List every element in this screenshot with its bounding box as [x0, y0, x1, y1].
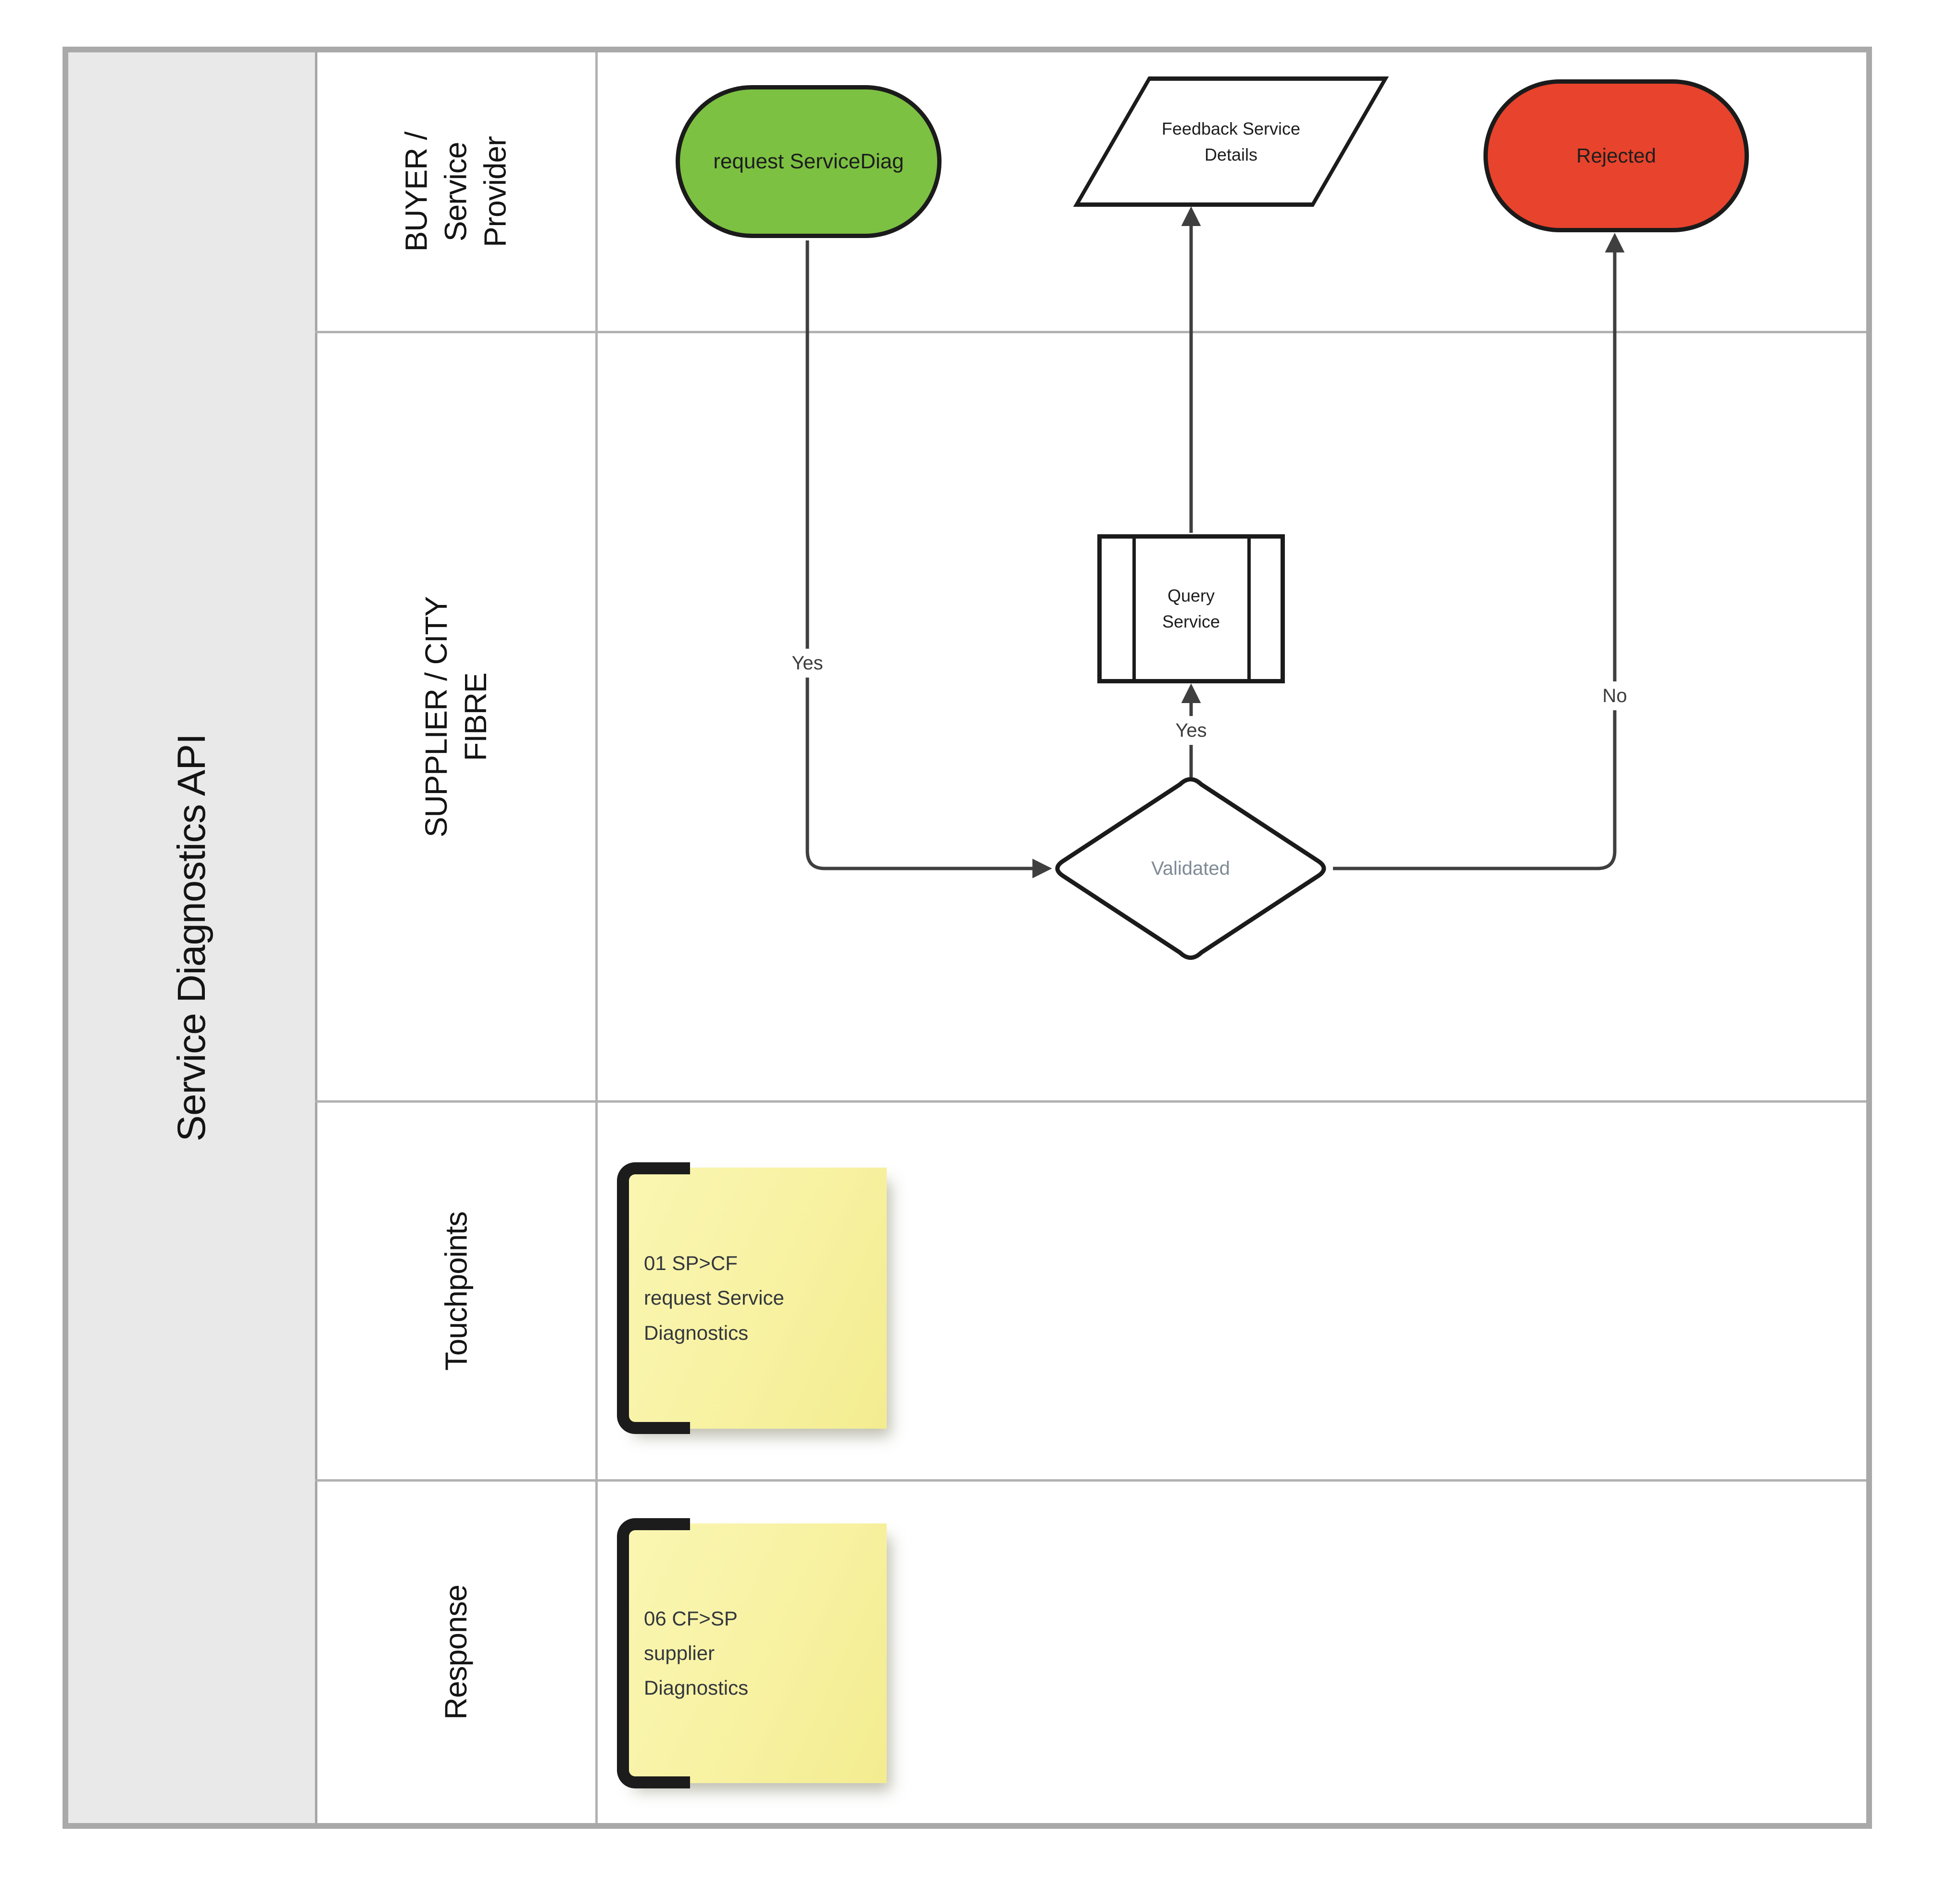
lane-divider-2	[315, 1100, 1866, 1103]
bracket-icon	[617, 1518, 690, 1788]
subprocess-label: Query Service	[1162, 586, 1220, 631]
subprocess-left-bar	[1132, 539, 1136, 679]
end-node-rejected: Rejected	[1483, 79, 1749, 232]
edge-label-yes-middle: Yes	[1172, 716, 1210, 745]
lane-label-text: Response	[439, 1585, 474, 1720]
pool-title-text: Service Diagnostics API	[169, 734, 214, 1142]
lane-label-touchpoints: Touchpoints	[317, 1103, 595, 1479]
lane-divider-1	[315, 331, 1866, 333]
subprocess-node-query-service: Query Service	[1097, 534, 1285, 683]
lane-label-response: Response	[317, 1482, 595, 1823]
lane-label-supplier-city-fibre: SUPPLIER / CITY FIBRE	[317, 333, 595, 1100]
lane-label-text: Touchpoints	[439, 1211, 474, 1371]
diamond-shape	[1055, 777, 1326, 960]
sticky-note-response-06: 06 CF>SP supplier Diagnostics	[617, 1518, 887, 1788]
sticky-note-touchpoint-01: 01 SP>CF request Service Diagnostics	[617, 1162, 887, 1434]
start-node-request-servicediag: request ServiceDiag	[676, 85, 942, 238]
bracket-icon	[617, 1162, 690, 1434]
sticky-note-text: 06 CF>SP supplier Diagnostics	[644, 1607, 749, 1699]
edge-label-no: No	[1599, 681, 1630, 710]
subprocess-right-bar	[1247, 539, 1251, 679]
start-node-label: request ServiceDiag	[713, 150, 904, 173]
decision-node-label: Validated	[1151, 857, 1230, 879]
divider-labels-content	[595, 52, 598, 1823]
sticky-note-text: 01 SP>CF request Service Diagnostics	[644, 1252, 784, 1344]
end-node-label: Rejected	[1576, 144, 1656, 167]
data-node-label: Feedback Service Details	[1161, 118, 1301, 164]
pool-title-cell	[68, 52, 315, 1823]
decision-node-validated	[1055, 777, 1326, 960]
lane-label-buyer-service-provider: BUYER / Service Provider	[317, 52, 595, 331]
lane-label-text: SUPPLIER / CITY FIBRE	[419, 596, 493, 837]
edge-label-yes-left: Yes	[789, 649, 826, 678]
lane-divider-3	[315, 1479, 1866, 1482]
lane-label-text: BUYER / Service Provider	[399, 131, 513, 252]
pool-title: Service Diagnostics API	[68, 52, 315, 1823]
divider-title-labels	[315, 52, 317, 1823]
